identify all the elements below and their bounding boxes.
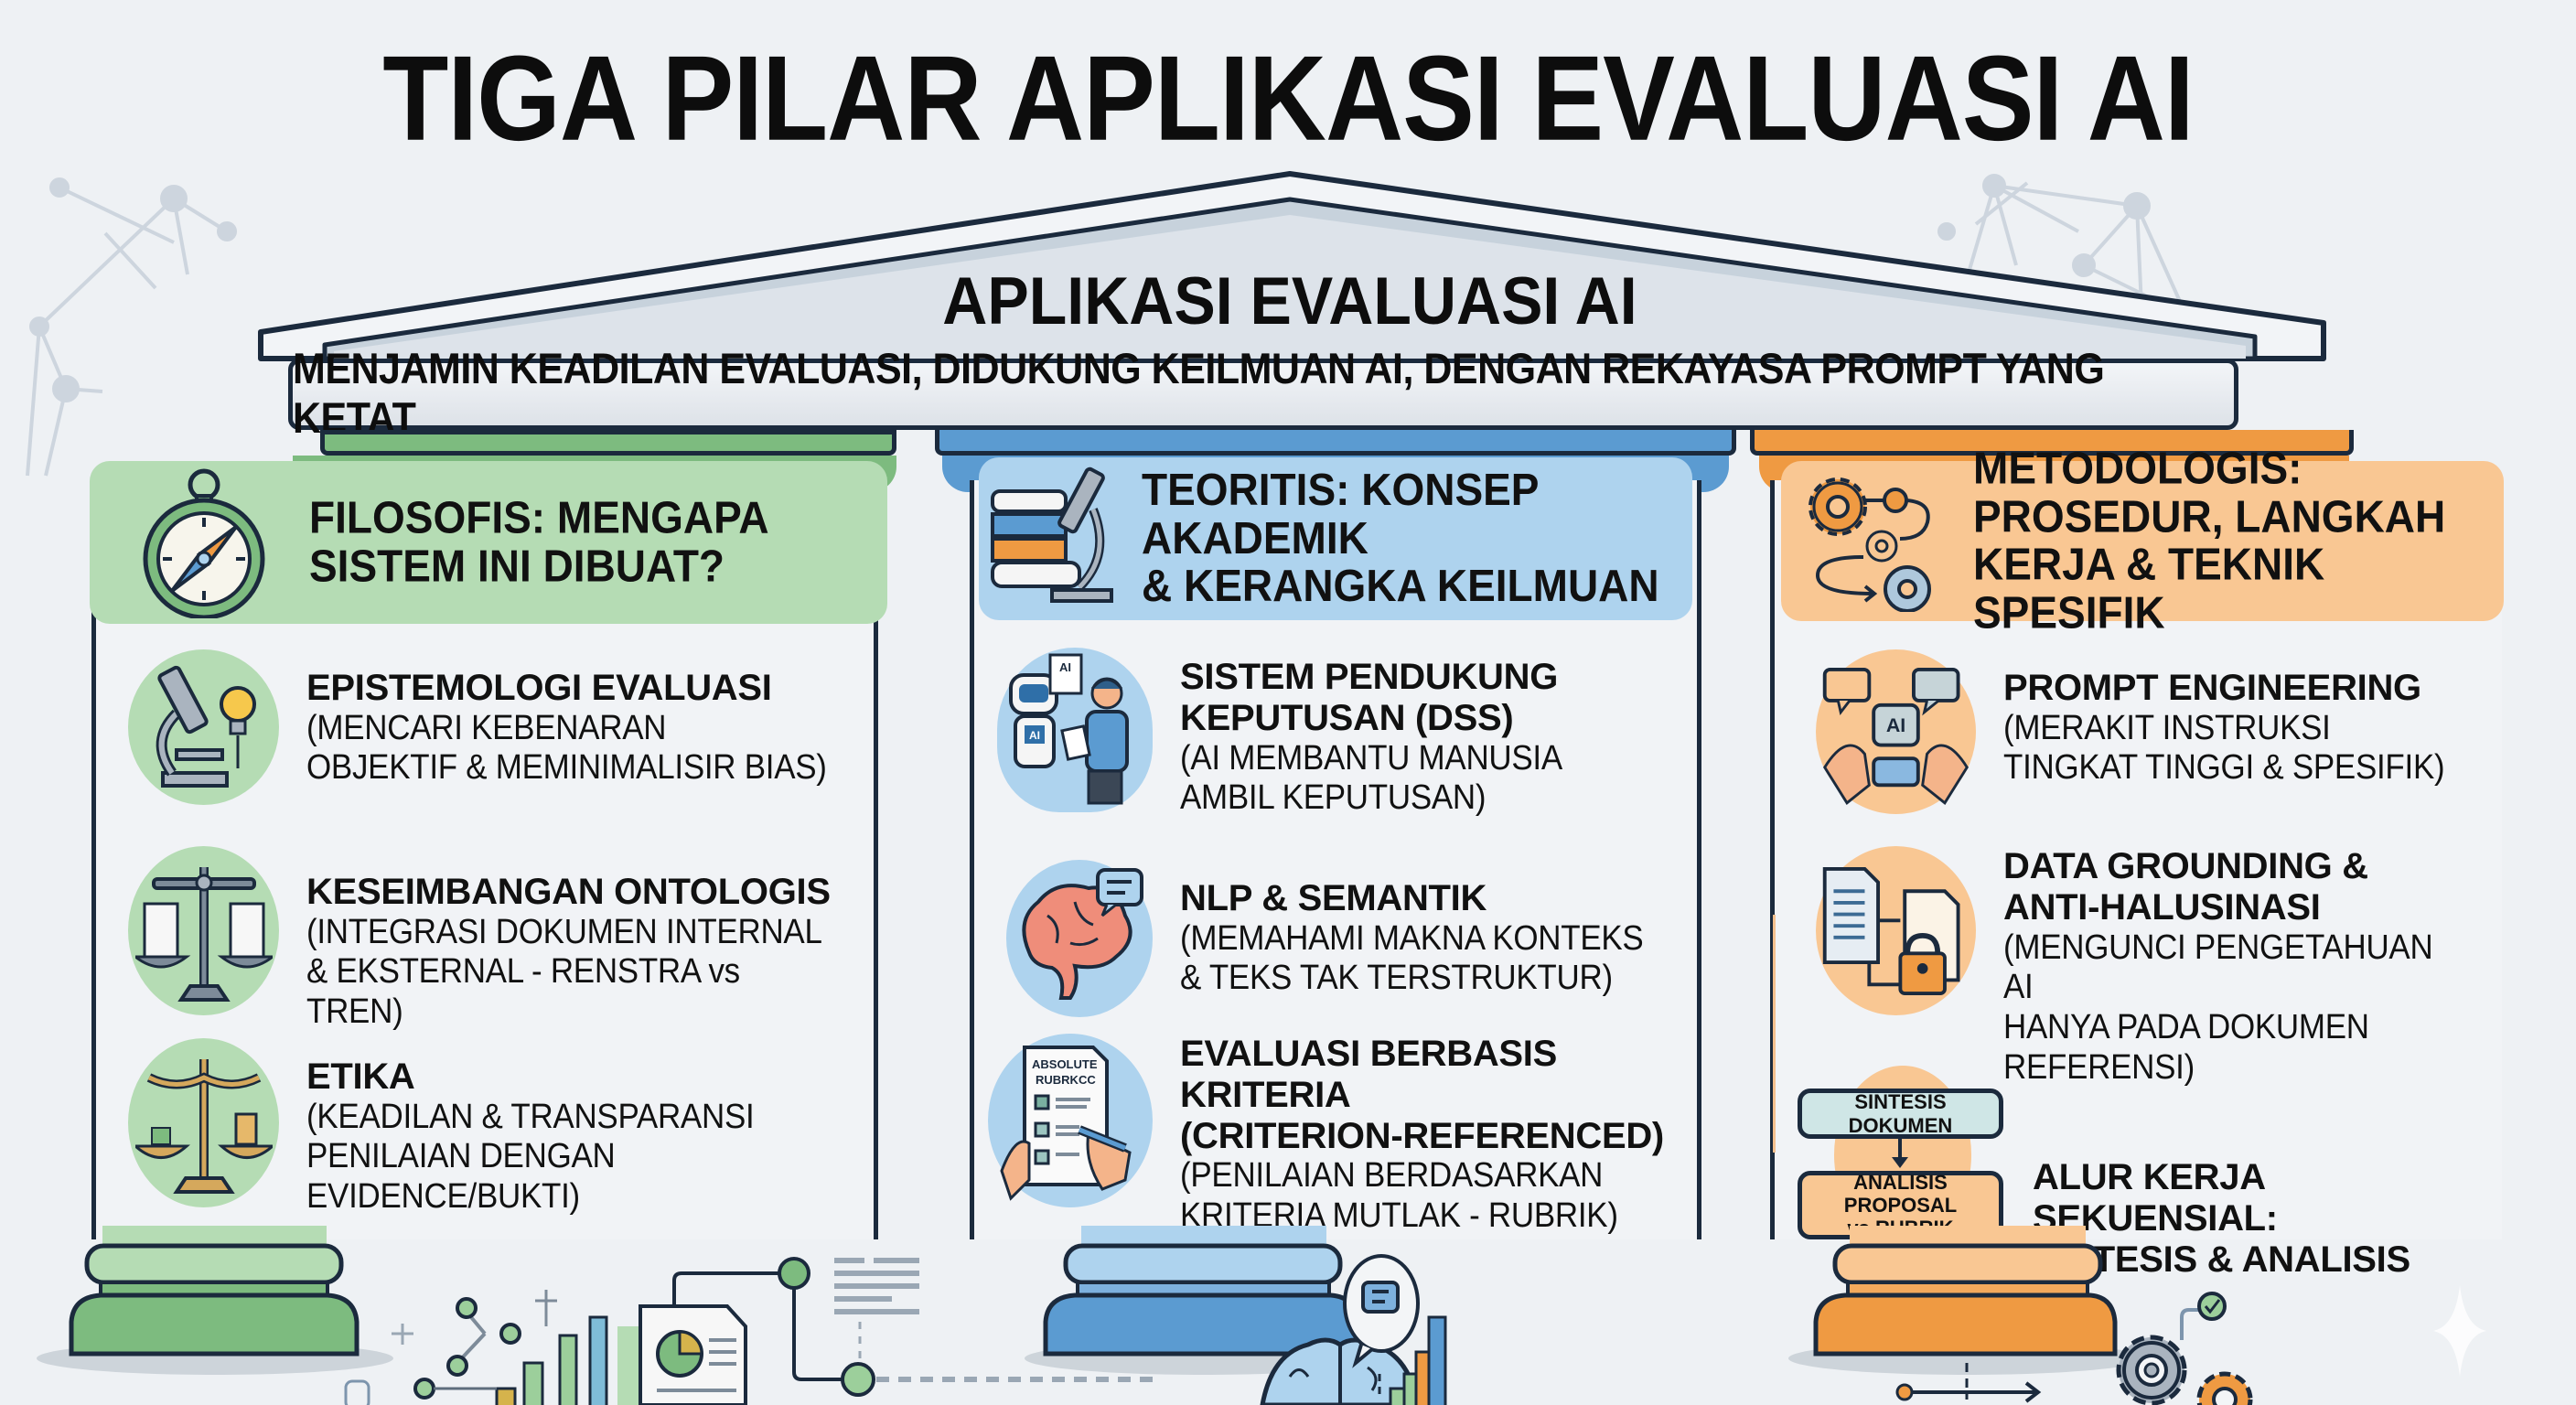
compass-icon — [135, 463, 273, 623]
list-item-epistemologi: EPISTEMOLOGI EVALUASI (MENCARI KEBENARAN… — [128, 649, 872, 805]
pillar-title-line: FILOSOFIS: MENGAPA — [309, 492, 769, 543]
item-description: (MENGUNCI PENGETAHUAN AI — [2003, 928, 2433, 1007]
item-title: NLP & SEMANTIK — [1180, 878, 1487, 918]
flow-step-sintesis: SINTESIS DOKUMEN — [1798, 1089, 2003, 1139]
checkmark-icon — [2180, 1292, 2227, 1340]
list-item-keseimbangan: KESEIMBANGAN ONTOLOGIS (INTEGRASI DOKUME… — [128, 846, 878, 1033]
brain-chat-icon — [1006, 860, 1153, 1017]
roof-label: APLIKASI EVALUASI AI — [942, 263, 1637, 339]
item-description: (MEMAHAMI MAKNA KONTEKS — [1180, 918, 1644, 958]
speech-bubble-icon — [1343, 1254, 1420, 1400]
item-title: (CRITERION-REFERENCED) — [1180, 1115, 1664, 1156]
rubric-checklist-icon: ABSOLUTE RUBRKCC — [988, 1034, 1153, 1207]
bar-chart-icon — [344, 1315, 608, 1405]
tagline: MENJAMIN KEADILAN EVALUASI, DIDUKUNG KEI… — [293, 345, 2105, 443]
pillar-title-line: TEORITIS: KONSEP — [1142, 464, 1540, 516]
microscope-lightbulb-icon — [128, 649, 279, 805]
pillar-teoritis: TEORITIS: KONSEP AKADEMIK & KERANGKA KEI… — [935, 430, 1736, 1239]
pillar-title-line: AKADEMIK — [1142, 512, 1368, 563]
item-description: (AI MEMBANTU MANUSIA — [1180, 738, 1562, 778]
pillar-title-line: & KERANGKA KEILMUAN — [1142, 561, 1659, 612]
list-item-dss: AI AI SISTEM PENDUKUNG KEPUTUSAN (DSS) (… — [997, 648, 1595, 819]
pie-chart-document-icon — [617, 1257, 1153, 1405]
svg-text:AI: AI — [1886, 714, 1905, 736]
item-description: OBJEKTIF & MEMINIMALISIR BIAS) — [306, 748, 827, 788]
list-item-evaluasi-kriteria: ABSOLUTE RUBRKCC EVALUASI BERBASIS KRITE… — [988, 1034, 1701, 1237]
item-title: KESEIMBANGAN ONTOLOGIS — [306, 872, 831, 912]
list-item-nlp: NLP & SEMANTIK (MEMAHAMI MAKNA KONTEKS &… — [1006, 860, 1684, 1017]
sequential-flow-icon: SINTESIS DOKUMEN ANALISIS PROPOSAL vs RU… — [1798, 1066, 2003, 1244]
network-graph-icon — [392, 1290, 557, 1377]
item-description: REFERENSI) — [2003, 1047, 2195, 1087]
item-description: AMBIL KEPUTUSAN) — [1180, 778, 1487, 818]
sparkle-icon — [2433, 1285, 2486, 1377]
orange-connector-line — [1773, 915, 1776, 1153]
books-microscope-icon — [988, 464, 1116, 615]
item-description: (INTEGRASI DOKUMEN INTERNAL — [306, 912, 822, 951]
document-lock-icon — [1816, 846, 1976, 1015]
pillar-header: FILOSOFIS: MENGAPA SISTEM INI DIBUAT? — [90, 461, 887, 624]
item-description: (KEADILAN & TRANSPARANSI — [306, 1097, 755, 1136]
item-description: TINGKAT TINGGI & SPESIFIK) — [2003, 748, 2445, 788]
item-title: EVALUASI BERBASIS KRITERIA — [1180, 1034, 1557, 1115]
item-description: & EKSTERNAL - RENSTRA vs TREN) — [306, 952, 740, 1032]
list-item-prompt-engineering: AI PROMPT ENGINEERING (MERAKIT INSTRUKSI… — [1816, 649, 2483, 814]
pillar-header: METODOLOGIS: PROSEDUR, LANGKAH KERJA & T… — [1781, 444, 2504, 637]
gears-workflow-icon — [1799, 466, 1946, 617]
svg-text:ABSOLUTE: ABSOLUTE — [1032, 1057, 1098, 1071]
item-title: ANTI-HALUSINASI — [2003, 886, 2321, 928]
svg-text:AI: AI — [1029, 729, 1040, 742]
pillar-filosofis: FILOSOFIS: MENGAPA SISTEM INI DIBUAT? EP… — [90, 430, 896, 1239]
pillar-title-line: KERJA & TEKNIK SPESIFIK — [1973, 539, 2325, 638]
roof-pediment — [258, 171, 2326, 361]
item-description: HANYA PADA DOKUMEN — [2003, 1007, 2369, 1046]
bar-chart-icon-2 — [1389, 1315, 1447, 1405]
justice-scale-icon — [128, 1038, 279, 1207]
robot-human-icon: AI AI — [997, 648, 1153, 812]
pillar-title-line: SISTEM INI DIBUAT? — [309, 540, 725, 591]
item-title: KEPUTUSAN (DSS) — [1180, 697, 1514, 738]
svg-text:RUBRKCC: RUBRKCC — [1036, 1073, 1096, 1087]
pillar-bases — [37, 1226, 2145, 1375]
item-title: EPISTEMOLOGI EVALUASI — [306, 668, 772, 708]
pillar-header: TEORITIS: KONSEP AKADEMIK & KERANGKA KEI… — [979, 457, 1692, 620]
pillar-title-line: METODOLOGIS: — [1973, 443, 2302, 494]
item-description: (PENILAIAN BERDASARKAN — [1180, 1156, 1604, 1196]
item-title: ETIKA — [306, 1056, 415, 1097]
item-description: PENILAIAN DENGAN — [306, 1137, 616, 1176]
balance-scale-documents-icon — [128, 846, 279, 1015]
item-title: SISTEM PENDUKUNG — [1180, 657, 1559, 697]
item-title: PROMPT ENGINEERING — [2003, 668, 2421, 708]
pillar-title-line: PROSEDUR, LANGKAH — [1973, 490, 2446, 542]
list-item-data-grounding: DATA GROUNDING & ANTI-HALUSINASI (MENGUN… — [1816, 846, 2502, 1088]
architrave-tagline-band: MENJAMIN KEADILAN EVALUASI, DIDUKUNG KEI… — [288, 345, 2238, 443]
pillar-capital — [320, 430, 896, 456]
page-title: TIGA PILAR APLIKASI EVALUASI AI — [382, 31, 2194, 166]
prompt-chat-ai-icon: AI — [1816, 649, 1976, 814]
gears-icon — [2116, 1335, 2253, 1405]
item-description: EVIDENCE/BUKTI) — [306, 1177, 580, 1217]
bottom-decorations — [344, 1254, 2486, 1405]
item-title: DATA GROUNDING & — [2003, 846, 2368, 886]
item-description: (MENCARI KEBENARAN — [306, 708, 667, 747]
pillar-metodologis: METODOLOGIS: PROSEDUR, LANGKAH KERJA & T… — [1750, 430, 2504, 1280]
item-description: & TEKS TAK TERSTRUKTUR) — [1180, 959, 1613, 998]
item-description: (MERAKIT INSTRUKSI — [2003, 708, 2331, 747]
svg-text:AI: AI — [1059, 660, 1071, 674]
timeline-connector — [1895, 1363, 2042, 1403]
list-item-etika: ETIKA (KEADILAN & TRANSPARANSI PENILAIAN… — [128, 1038, 793, 1217]
